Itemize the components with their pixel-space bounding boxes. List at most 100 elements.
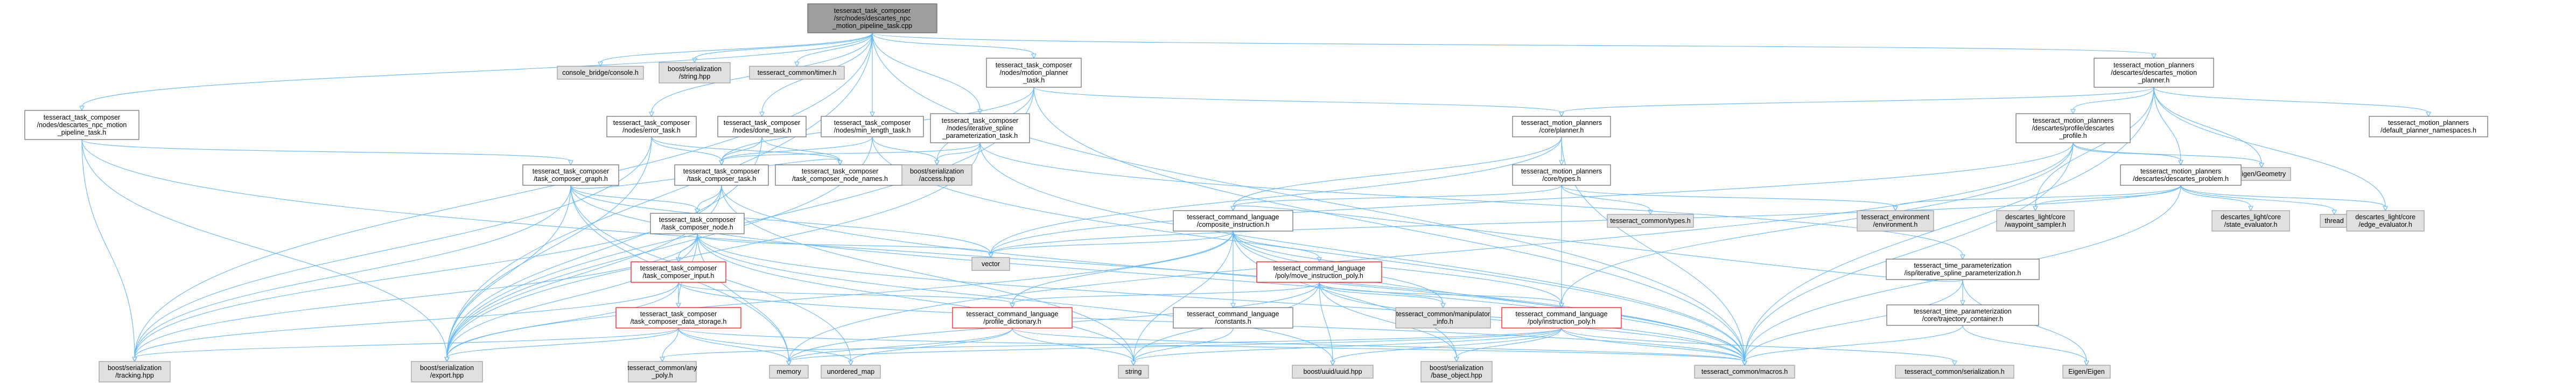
node-tc-node[interactable]: tesseract_task_composer/task_composer_no… [650,213,745,234]
node-label-line: /composite_instruction.h [1197,221,1270,228]
node-console: console_bridge/console.h [557,66,644,80]
node-label-line: tesseract_motion_planners [2140,168,2221,175]
node-memory: memory [769,365,809,379]
node-descartes-problem[interactable]: tesseract_motion_planners/descartes/desc… [2120,164,2242,186]
node-label-line: _motion_pipeline_task.cpp [832,22,912,30]
node-box [2320,214,2349,228]
edge-root-to-mp_task [872,32,1037,59]
node-label-line: tesseract_motion_planners [2113,61,2194,69]
node-box [2120,164,2242,186]
edge-descartes_profile-to-vector [988,142,2074,259]
node-vector: vector [971,257,1010,271]
node-tc-graph[interactable]: tesseract_task_composer/task_composer_gr… [522,164,619,186]
node-label-line: /task_composer_node_names.h [792,175,888,183]
node-label-line: boost/serialization [910,168,964,175]
node-cl-constants[interactable]: tesseract_command_language/constants.h [1173,307,1293,329]
node-mp-task[interactable]: tesseract_task_composer/nodes/motion_pla… [986,58,1082,88]
node-bs-base-object: boost/serialization/base_object.hpp [1420,361,1493,382]
edge-dmp_task-to-tc_graph [81,139,573,166]
node-tc-input[interactable]: tesseract_task_composer/task_composer_in… [631,261,726,283]
node-box [615,307,741,329]
node-iter-spline[interactable]: tesseract_task_composer/nodes/iterative_… [930,113,1030,143]
node-box [2062,365,2111,379]
edge-iter_spline-to-common_macros [979,142,1747,366]
edge-mp_core_planner-to-vector [988,136,1562,259]
node-bs-string: boost/serialization/string.hpp [659,62,731,83]
edge-root-to-dmp_task [79,32,873,112]
edge-tc_graph-to-bs_tracking [132,185,571,363]
node-edge-evaluator: descartes_light/core/edge_evaluator.h [2346,210,2425,232]
edge-dmp_task-to-bs_tracking [81,139,137,363]
edge-tc_data_storage-to-unordered_map [678,328,853,366]
node-box [99,361,171,382]
node-label-line: tesseract_motion_planners [1521,168,1602,175]
node-label-line: tesseract_common/serialization.h [1905,368,2005,375]
node-error-task[interactable]: tesseract_task_composer/nodes/error_task… [606,116,697,137]
edge-descartes_mp-to-default_ns [2153,87,2431,117]
edge-tc_input-to-tc_data_storage [676,282,681,309]
edge-error_task-to-tc_task [651,136,724,166]
node-instr-poly[interactable]: tesseract_command_language/poly/instruct… [1501,307,1622,329]
edge-descartes_profile-to-descartes_problem [2073,142,2183,166]
node-tp-iter-spline[interactable]: tesseract_time_parameterization/isp/iter… [1886,259,2040,280]
node-descartes-profile[interactable]: tesseract_motion_planners/descartes/prof… [2015,113,2131,143]
node-mp-core-planner[interactable]: tesseract_motion_planners/core/planner.h [1512,116,1611,137]
node-label-line: tesseract_motion_planners [2033,117,2113,124]
node-move-instr-poly[interactable]: tesseract_command_language/poly/move_ins… [1256,261,1382,283]
edge-mp_core_planner-to-composite_instr [1230,136,1562,212]
edge-profile_dict-to-unordered_map [848,328,1013,366]
node-box [1607,214,1694,228]
node-label-line: /descartes/profile/descartes [2032,124,2115,132]
edge-move_instr_poly-to-instr_poly [1319,282,1564,309]
node-label-line: tesseract_common/manipulator [1396,310,1490,318]
node-minlen[interactable]: tesseract_task_composer/nodes/min_length… [821,116,924,137]
node-label-line: tesseract_task_composer [533,168,609,175]
node-root[interactable]: tesseract_task_composer/src/nodes/descar… [807,3,937,33]
node-label-line: tesseract_task_composer [802,168,878,175]
node-descartes-mp[interactable]: tesseract_motion_planners/descartes/desc… [2094,58,2214,88]
edge-root-to-iter_spline [872,32,983,115]
node-label-line: tesseract_time_parameterization [1914,308,2011,315]
edge-descartes_problem-to-thread [2180,185,2337,215]
node-mp-core-types[interactable]: tesseract_motion_planners/core/types.h [1512,164,1611,186]
node-label-line: tesseract_common/types.h [1610,217,1690,225]
node-label-line: /nodes/done_task.h [732,127,791,134]
node-label-line: tesseract_task_composer [44,114,120,121]
node-box [2094,58,2214,88]
node-dmp-task[interactable]: tesseract_task_composer/nodes/descartes_… [24,110,139,140]
node-box [522,164,619,186]
node-common-types: tesseract_common/types.h [1607,214,1694,228]
node-composite-instr[interactable]: tesseract_command_language/composite_ins… [1173,210,1293,232]
node-box [717,116,807,137]
node-box [1886,304,2039,326]
node-label-line: /nodes/error_task.h [622,127,681,134]
node-label-line: /core/trajectory_container.h [1922,315,2004,323]
node-tc-data-storage[interactable]: tesseract_task_composer/task_composer_da… [615,307,741,329]
edge-mp_core_types-to-instr_poly [1559,185,1564,309]
node-box [2211,210,2290,232]
node-label-line: _parameterization_task.h [942,132,1018,140]
edge-tc_input-to-bs_tracking [132,282,679,363]
node-tc-task[interactable]: tesseract_task_composer/task_composer_ta… [674,164,769,186]
edge-composite_instr-to-vector [988,231,1234,259]
node-default-ns[interactable]: tesseract_motion_planners/default_planne… [2369,116,2488,137]
node-box [2369,116,2488,137]
edge-descartes_mp-to-edge_evaluator [2153,87,2388,212]
node-box [1996,210,2075,232]
node-tc-node-names[interactable]: tesseract_task_composer/task_composer_no… [775,164,905,186]
node-label-line: /environment.h [1873,221,1918,228]
node-profile-dict[interactable]: tesseract_command_language/profile_dicti… [952,307,1073,329]
node-tp-traj-container[interactable]: tesseract_time_parameterization/core/tra… [1886,304,2039,326]
node-done-task[interactable]: tesseract_task_composer/nodes/done_task.… [717,116,807,137]
edge-descartes_mp-to-mp_core_planner [1559,87,2154,117]
node-waypoint-sampler: descartes_light/core/waypoint_sampler.h [1996,210,2075,232]
edge-root-to-descartes_mp [872,32,2157,59]
node-unordered-map: unordered_map [821,365,881,379]
node-box [986,58,1082,88]
node-label-line: tesseract_command_language [967,310,1059,318]
node-label-line: tesseract_task_composer [613,119,690,127]
edge-tp_iter_spline-to-tp_traj_container [1960,280,1965,306]
node-box [971,257,1010,271]
node-label-line: _pipeline_task.h [57,129,106,136]
edge-instr_poly-to-string [1131,328,1562,366]
